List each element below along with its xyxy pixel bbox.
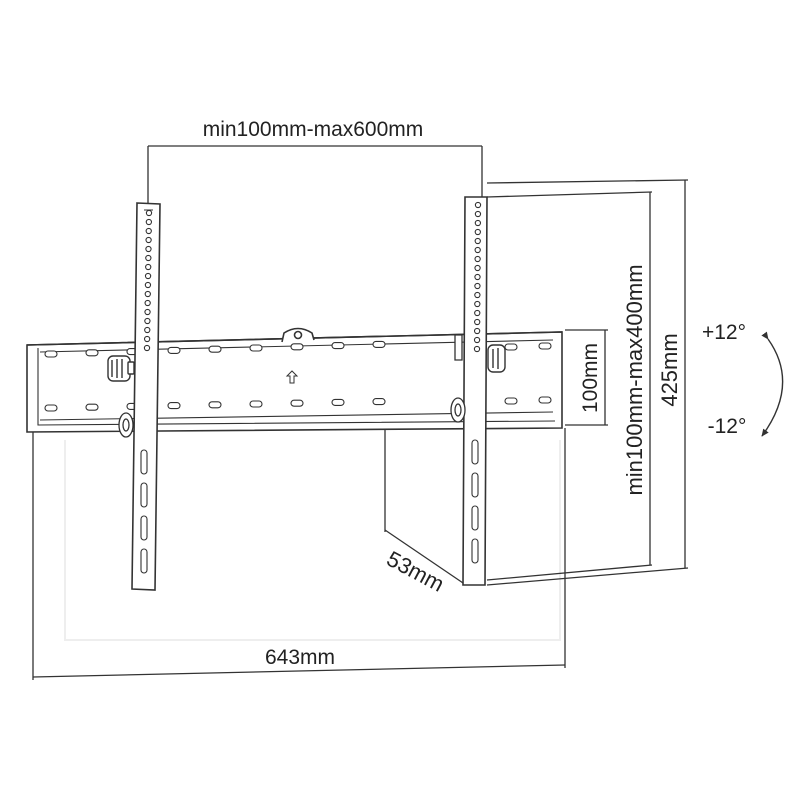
arm-slot	[140, 515, 148, 541]
arm-hole	[145, 254, 152, 262]
bar-slot	[167, 402, 181, 410]
bar-slot	[249, 400, 263, 408]
arm-hole	[474, 264, 481, 272]
right-arm	[462, 196, 488, 586]
arm-hole	[143, 344, 151, 352]
arm-hole	[145, 209, 153, 217]
top-width-label: min100mm-max600mm	[203, 118, 424, 141]
arm-slot	[140, 482, 148, 508]
ghost-outline	[64, 440, 561, 641]
bar-slot	[208, 345, 222, 353]
arm-hole	[474, 291, 481, 299]
bottom-width-line	[32, 664, 566, 678]
bar-slot	[167, 346, 181, 354]
bar-slot	[44, 350, 58, 358]
arm-hole	[474, 228, 481, 236]
right-side-bracket	[454, 334, 463, 361]
arm-hole	[143, 335, 151, 343]
bar-slot	[290, 343, 304, 351]
right-arm-holes	[473, 201, 482, 353]
arm-hole	[473, 336, 481, 344]
arm-hole	[474, 219, 482, 227]
arm-slot	[471, 505, 479, 531]
arm-hole	[145, 227, 152, 235]
dimension-lines	[32, 145, 689, 680]
bar-slot	[538, 342, 552, 350]
right-arm-slots	[471, 439, 479, 564]
arm-hole	[145, 245, 152, 253]
tilt-down-label: -12°	[708, 415, 747, 438]
arm-hole	[473, 327, 481, 335]
arm-hole	[145, 236, 152, 244]
arm-hole	[474, 282, 481, 290]
arm-hole	[144, 299, 151, 307]
arm-hole	[474, 246, 481, 254]
bar-slot	[504, 397, 518, 405]
arm-hole	[474, 237, 481, 245]
bar-slot	[372, 398, 386, 406]
left-bottom-knob-icon	[118, 412, 134, 438]
bar-slot	[249, 344, 263, 352]
arm-slot	[471, 439, 479, 465]
bar-slot	[290, 399, 304, 407]
depth-label: 53mm	[383, 546, 449, 597]
arm-hole	[474, 318, 481, 326]
up-arrow-icon	[285, 370, 299, 384]
arm-hole	[474, 309, 481, 317]
arm-hole	[474, 210, 482, 218]
right-top-knob-icon	[487, 344, 506, 373]
arm-hole	[144, 317, 151, 325]
arm-hole	[144, 281, 152, 289]
left-top-knob-icon	[107, 355, 135, 382]
arm-slot	[471, 538, 479, 564]
arm-slot	[140, 548, 148, 574]
tilt-arc	[761, 331, 784, 437]
depth-line	[384, 529, 467, 586]
right-bottom-knob-icon	[450, 397, 466, 423]
arm-slot	[471, 472, 479, 498]
bar-slot	[44, 404, 58, 412]
arm-hole	[144, 272, 152, 280]
arm-hole	[145, 263, 152, 271]
arm-hole	[144, 308, 151, 316]
left-arm-slots	[140, 449, 148, 574]
arm-hole	[144, 290, 151, 298]
arm-hole	[474, 255, 481, 263]
height-total-label: 425mm	[657, 333, 682, 406]
arm-hole	[474, 201, 482, 209]
bar-slot	[208, 401, 222, 409]
bar-slot	[504, 343, 518, 351]
bar-slot	[85, 349, 99, 357]
arm-hole	[145, 218, 153, 226]
arm-hole	[474, 300, 481, 308]
arm-slot	[140, 449, 148, 475]
bar-slot	[85, 403, 99, 411]
bar-slot	[372, 340, 386, 348]
arm-hole	[473, 345, 481, 353]
bar-slot	[538, 396, 552, 404]
left-arm-holes	[143, 209, 153, 352]
bar-height-label: 100mm	[579, 343, 602, 413]
wall-bar-slots	[44, 340, 552, 412]
arm-hole	[144, 326, 151, 334]
bar-slot	[331, 398, 345, 406]
vertical-range-label: min100mm-max400mm	[622, 264, 647, 495]
arm-hole	[474, 273, 481, 281]
width-total-label: 643mm	[265, 646, 335, 669]
tilt-up-label: +12°	[702, 321, 746, 344]
bar-slot	[331, 342, 345, 350]
